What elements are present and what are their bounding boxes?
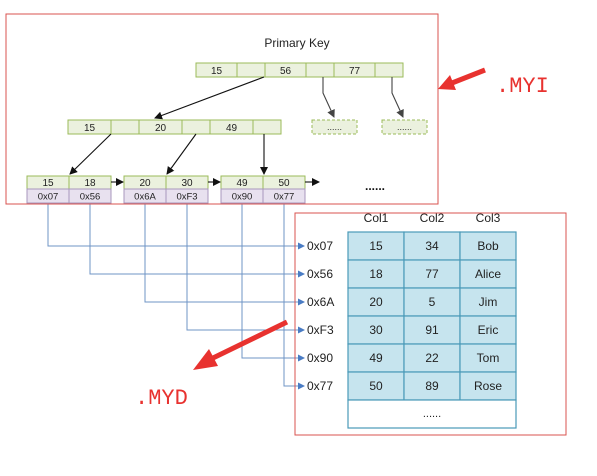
leaf-pointer-text: 0x6A bbox=[134, 192, 156, 203]
table-cell-text: Jim bbox=[479, 295, 498, 309]
address-labels: 0x07 0x56 0x6A 0xF3 0x90 0x77 bbox=[307, 239, 334, 393]
leaf-pointer-text: 0x90 bbox=[232, 192, 253, 203]
leaf-key-text: 30 bbox=[181, 178, 193, 189]
table-cell bbox=[347, 259, 405, 289]
placeholder-node-1-text: ...... bbox=[327, 122, 342, 132]
root-to-inner-arrow bbox=[154, 76, 265, 120]
myd-data-frame bbox=[294, 212, 567, 436]
primary-key-title: Primary Key bbox=[264, 36, 329, 50]
table-cell bbox=[347, 231, 405, 261]
pointer-connector bbox=[186, 203, 305, 334]
table-cell bbox=[459, 287, 517, 317]
table-cell bbox=[403, 231, 461, 261]
root-key-text: 56 bbox=[280, 66, 292, 77]
inner-pointer-cell bbox=[252, 119, 282, 135]
root-pointer-cell bbox=[305, 62, 335, 78]
leaf-key-text: 49 bbox=[236, 178, 248, 189]
root-node: 15 56 77 bbox=[195, 62, 404, 78]
table-cell-text: 91 bbox=[425, 323, 439, 337]
leaf-pointer-cell bbox=[68, 188, 112, 204]
leaf-key-text: 18 bbox=[84, 178, 96, 189]
leaf-key-text: 15 bbox=[42, 178, 54, 189]
pointer-connector bbox=[89, 203, 305, 278]
inner-pointer-cell bbox=[110, 119, 140, 135]
inner-to-leaf-2-arrow bbox=[166, 133, 197, 175]
address-label: 0x6A bbox=[307, 295, 334, 309]
inner-key-text: 49 bbox=[226, 123, 238, 134]
address-label: 0x07 bbox=[307, 239, 333, 253]
leaf-pages: 15 18 0x07 0x56 20 30 0x6A 0xF3 49 50 0x90 0x77 bbox=[26, 175, 320, 204]
root-key-text: 15 bbox=[211, 66, 223, 77]
table-cell bbox=[403, 287, 461, 317]
table-cell-text: Alice bbox=[475, 267, 501, 281]
myd-label: .MYD bbox=[135, 386, 188, 411]
column-headers: Col1 Col2 Col3 bbox=[364, 211, 501, 225]
leaf-pointer-text: 0xF3 bbox=[176, 192, 197, 203]
leaf-pointer-text: 0x77 bbox=[274, 192, 295, 203]
table-cell-text: 77 bbox=[425, 267, 439, 281]
pointer-connector bbox=[47, 203, 305, 250]
inner-key-text: 15 bbox=[84, 123, 96, 134]
myi-label: .MYI bbox=[496, 74, 549, 99]
placeholder-node-2: ...... bbox=[381, 119, 428, 135]
leaf-pointer-text: 0x56 bbox=[80, 192, 101, 203]
placeholder-node-2-text: ...... bbox=[397, 122, 412, 132]
table-cell-text: 49 bbox=[369, 351, 383, 365]
table-cell-text: 22 bbox=[425, 351, 439, 365]
address-label: 0xF3 bbox=[307, 323, 334, 337]
root-pointer-cell bbox=[374, 62, 404, 78]
myi-index-frame bbox=[5, 13, 439, 205]
table-cell bbox=[459, 259, 517, 289]
leaf-key-text: 20 bbox=[139, 178, 151, 189]
address-label: 0x77 bbox=[307, 379, 333, 393]
leaf-pointer-text: 0x07 bbox=[38, 192, 59, 203]
table-cell-text: Rose bbox=[474, 379, 502, 393]
table-cell-text: 18 bbox=[369, 267, 383, 281]
inner-pointer-cell bbox=[181, 119, 211, 135]
table-cell-text: 15 bbox=[369, 239, 383, 253]
inner-key-text: 20 bbox=[155, 123, 167, 134]
column-header: Col1 bbox=[364, 211, 389, 225]
inner-to-leaf-1-arrow bbox=[69, 133, 112, 175]
leaf-pointer-cell bbox=[262, 188, 306, 204]
data-table: 15 34 Bob 18 77 Alice 20 5 Jim 30 91 Eric 49 22 Tom 50 8… bbox=[347, 231, 517, 429]
table-cell bbox=[459, 343, 517, 373]
table-cell bbox=[459, 231, 517, 261]
table-cell bbox=[347, 287, 405, 317]
row-pointer-connectors bbox=[47, 203, 305, 390]
table-cell bbox=[347, 343, 405, 373]
tree-arrows bbox=[69, 76, 404, 175]
table-cell-text: 34 bbox=[425, 239, 439, 253]
address-label: 0x56 bbox=[307, 267, 333, 281]
myi-callout-arrow bbox=[438, 67, 486, 90]
table-cell-text: Bob bbox=[477, 239, 499, 253]
table-more-text: ...... bbox=[423, 408, 441, 420]
pointer-connector bbox=[144, 203, 305, 306]
table-more-row bbox=[347, 399, 517, 429]
table-cell-text: Eric bbox=[478, 323, 499, 337]
table-cell-text: Tom bbox=[477, 351, 500, 365]
root-to-placeholder-1-arrow bbox=[322, 77, 335, 118]
table-cell-text: 50 bbox=[369, 379, 383, 393]
inner-node: 15 20 49 bbox=[67, 119, 282, 135]
placeholder-node-1: ...... bbox=[311, 119, 358, 135]
pointer-connector bbox=[283, 203, 305, 390]
leaf-more-text: ...... bbox=[365, 179, 385, 193]
root-key-text: 77 bbox=[349, 66, 361, 77]
root-to-placeholder-2-arrow bbox=[391, 77, 404, 118]
table-cell-text: 5 bbox=[429, 295, 436, 309]
table-cell-text: 30 bbox=[369, 323, 383, 337]
table-cell-text: 89 bbox=[425, 379, 439, 393]
leaf-key-text: 50 bbox=[278, 178, 290, 189]
column-header: Col2 bbox=[420, 211, 445, 225]
myd-callout-arrow bbox=[193, 319, 289, 370]
pointer-connector bbox=[241, 203, 305, 362]
root-pointer-cell bbox=[236, 62, 266, 78]
address-label: 0x90 bbox=[307, 351, 333, 365]
leaf-pointer-cell bbox=[165, 188, 209, 204]
column-header: Col3 bbox=[476, 211, 501, 225]
table-cell-text: 20 bbox=[369, 295, 383, 309]
